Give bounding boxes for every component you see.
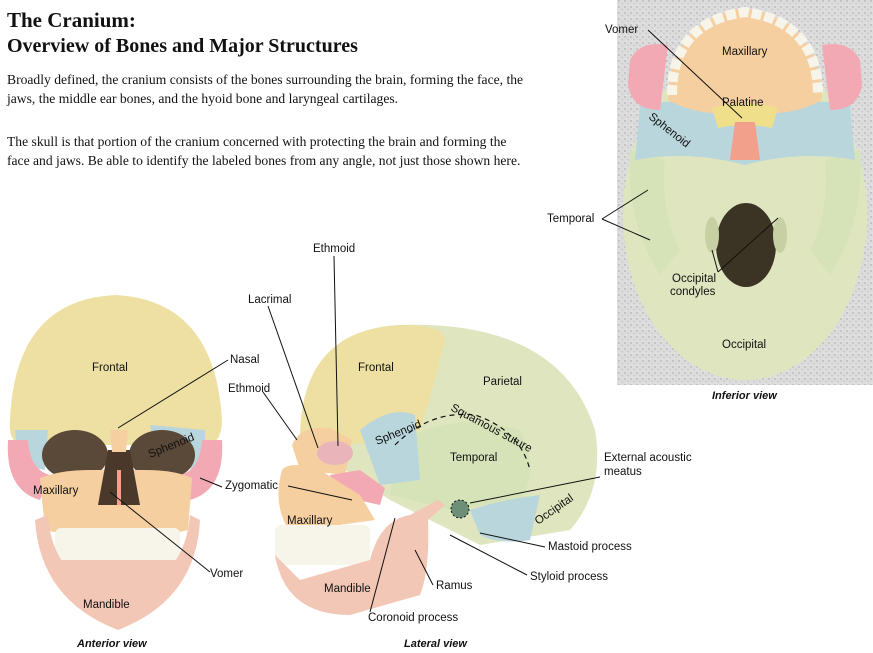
lateral-mastoid-shape [470,495,540,542]
anterior-zygomatic-left [7,440,51,500]
anterior-zygomatic-leader [199,477,223,488]
lateral-label-mastoid: Mastoid process [548,541,632,553]
lateral-mastoid-leader [479,532,546,548]
foramen-magnum [716,203,776,287]
inferior-temporal-leader-1 [601,189,649,220]
lateral-ethmoid-shape [317,441,353,465]
inferior-condyle-leader-1 [711,249,719,273]
lateral-caption: Lateral view [404,638,468,650]
anterior-teeth [55,528,180,560]
inferior-maxillary-shape [668,8,822,114]
lateral-label-meatus-2: meatus [604,466,642,478]
intro-paragraph: Broadly defined, the cranium consists of… [7,72,524,106]
lateral-label-coronoid: Coronoid process [368,612,458,624]
anterior-view: Frontal Nasal Ethmoid Sphenoid Zygomatic… [7,295,278,650]
anterior-mandible-body [55,560,180,615]
anterior-nasal-bone [110,430,128,452]
anterior-caption: Anterior view [76,638,148,650]
lateral-label-ramus: Ramus [436,580,473,592]
inferior-label-maxillary: Maxillary [722,46,768,58]
lateral-label-temporal: Temporal [450,452,497,464]
lateral-teeth [275,525,370,565]
external-acoustic-meatus-mark [450,499,470,519]
anterior-mandible-shape [35,515,200,630]
lateral-ethmoid-anterior-leader [262,391,298,441]
lateral-label-mandible: Mandible [324,583,371,595]
anterior-label-vomer: Vomer [210,568,243,580]
inferior-label-palatine: Palatine [722,97,764,109]
occipital-condyle-right [773,217,787,253]
squamous-suture-line [394,413,531,471]
lateral-label-meatus-1: External acoustic [604,452,692,464]
inferior-temporal-left [629,150,680,275]
lateral-temporal-shape [390,422,530,510]
anterior-orbit-right [129,430,195,480]
inferior-temporal-leader-2 [601,218,651,241]
lateral-view: Ethmoid Lacrimal Frontal Parietal Spheno… [248,243,692,650]
lateral-label-frontal: Frontal [358,362,394,374]
lateral-maxillary-shape [278,465,375,532]
anterior-label-nasal: Nasal [230,354,259,366]
inferior-label-condyles-1: Occipital [672,273,716,285]
inferior-label-occipital: Occipital [722,339,766,351]
anterior-nasal-leader [117,359,229,429]
lateral-ethmoid-leader [333,255,339,447]
anterior-orbit-left [42,430,108,480]
skull-paragraph: The skull is that portion of the cranium… [7,134,521,168]
anterior-vomer-leader [109,491,211,573]
inferior-temporal-right [810,150,861,275]
page-title: The Cranium: [7,8,136,32]
anterior-label-frontal: Frontal [92,362,128,374]
lateral-meatus-leader [469,476,601,504]
lateral-label-parietal: Parietal [483,376,522,388]
lateral-sphenoid-shape [360,412,420,485]
anterior-label-ethmoid: Ethmoid [228,383,270,395]
lateral-coronoid-leader [369,517,396,613]
inferior-caption: Inferior view [712,390,778,402]
occipital-condyle-left [705,217,719,253]
lateral-styloid-leader [449,534,528,576]
inferior-palatine-shape [712,103,778,128]
anterior-label-mandible: Mandible [83,599,130,611]
lateral-label-maxillary: Maxillary [287,515,333,527]
anterior-label-maxillary: Maxillary [33,485,79,497]
inferior-vomer-shape [730,122,760,160]
lateral-label-styloid: Styloid process [530,571,608,583]
anterior-frontal-shape [9,295,223,445]
lateral-label-lacrimal: Lacrimal [248,294,291,306]
inferior-teeth [667,6,823,96]
anterior-label-zygomatic: Zygomatic [225,480,278,492]
inferior-label-temporal: Temporal [547,213,594,225]
lateral-ramus-leader [414,549,434,586]
inferior-zygomatic-right [822,44,862,110]
inferior-zygomatic-left [628,44,668,110]
lateral-zygomatic-leader [287,485,353,501]
inferior-label-condyles-2: condyles [670,286,716,298]
page-subtitle: Overview of Bones and Major Structures [7,35,358,57]
inferior-label-vomer: Vomer [605,24,638,36]
lateral-mandible-shape [275,500,445,615]
inferior-vomer-leader [647,29,743,119]
lateral-lacrimal-leader [267,305,319,449]
inferior-view: Vomer Maxillary Palatine Sphenoid Tempor… [547,0,873,402]
lateral-label-ethmoid: Ethmoid [313,243,355,255]
inferior-condyle-leader-2 [717,217,779,273]
